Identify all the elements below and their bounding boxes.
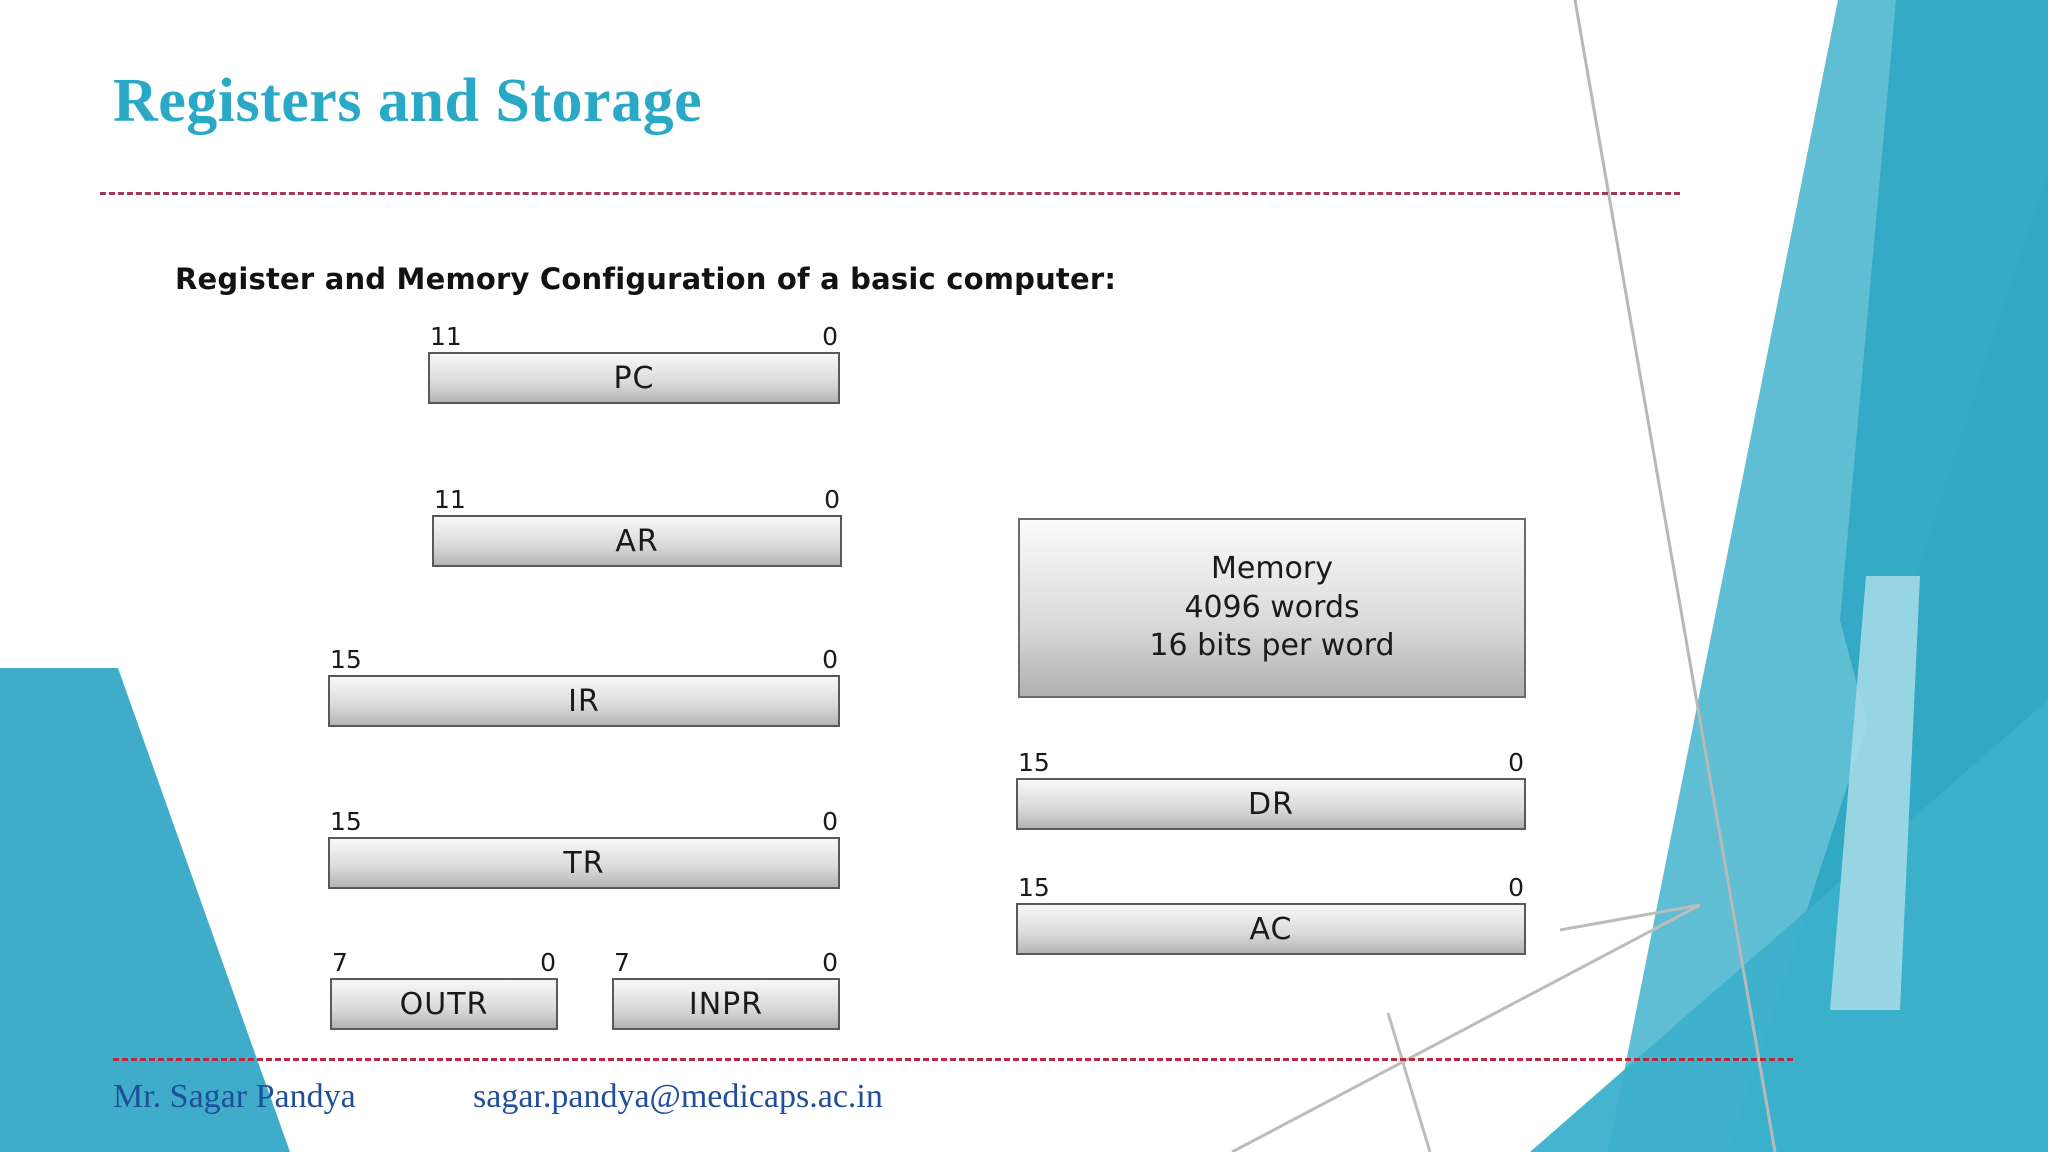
register-group-ar: 11 0 AR [432,485,842,567]
footer-divider [113,1058,1793,1061]
bit-label-row: 15 0 [328,645,840,675]
footer-email-address: sagar.pandya@medicaps.ac.in [473,1078,883,1115]
bit-high-label: 15 [330,807,362,836]
bit-low-label: 0 [822,322,838,351]
title-area: Registers and Storage [0,70,1700,180]
memory-line-3: 16 bits per word [1149,628,1395,664]
bit-label-row: 7 0 [330,948,558,978]
page-title: Registers and Storage [113,67,703,135]
bit-high-label: 7 [332,948,348,977]
register-box-tr: TR [328,837,840,889]
register-group-pc: 11 0 PC [428,322,840,404]
register-group-tr: 15 0 TR [328,807,840,889]
register-group-ir: 15 0 IR [328,645,840,727]
memory-group: Memory 4096 words 16 bits per word [1018,518,1526,698]
bit-low-label: 0 [822,948,838,977]
bit-low-label: 0 [824,485,840,514]
title-divider [100,192,1680,195]
bit-low-label: 0 [540,948,556,977]
footer: Mr. Sagar Pandya sagar.pandya@medicaps.a… [113,1078,1313,1128]
bit-label-row: 11 0 [432,485,842,515]
bit-high-label: 7 [614,948,630,977]
bit-label-row: 11 0 [428,322,840,352]
bit-high-label: 11 [434,485,466,514]
memory-line-1: Memory [1210,551,1333,587]
register-box-ac: AC [1016,903,1526,955]
register-group-outr: 7 0 OUTR [330,948,558,1030]
bit-low-label: 0 [1508,873,1524,902]
memory-line-2: 4096 words [1184,589,1360,625]
register-group-ac: 15 0 AC [1016,873,1526,955]
memory-box: Memory 4096 words 16 bits per word [1018,518,1526,698]
footer-presenter-name: Mr. Sagar Pandya [113,1078,356,1115]
register-box-ir: IR [328,675,840,727]
register-group-inpr: 7 0 INPR [612,948,840,1030]
register-box-ar: AR [432,515,842,567]
bit-label-row: 15 0 [328,807,840,837]
bit-low-label: 0 [822,645,838,674]
bit-label-row: 15 0 [1016,873,1526,903]
bit-label-row: 7 0 [612,948,840,978]
bit-label-row: 15 0 [1016,748,1526,778]
bit-high-label: 15 [330,645,362,674]
bit-low-label: 0 [1508,748,1524,777]
bit-high-label: 11 [430,322,462,351]
bit-low-label: 0 [822,807,838,836]
section-subtitle: Register and Memory Configuration of a b… [175,262,1117,296]
bit-high-label: 15 [1018,748,1050,777]
register-box-inpr: INPR [612,978,840,1030]
register-box-dr: DR [1016,778,1526,830]
register-group-dr: 15 0 DR [1016,748,1526,830]
register-box-outr: OUTR [330,978,558,1030]
bit-high-label: 15 [1018,873,1050,902]
register-box-pc: PC [428,352,840,404]
